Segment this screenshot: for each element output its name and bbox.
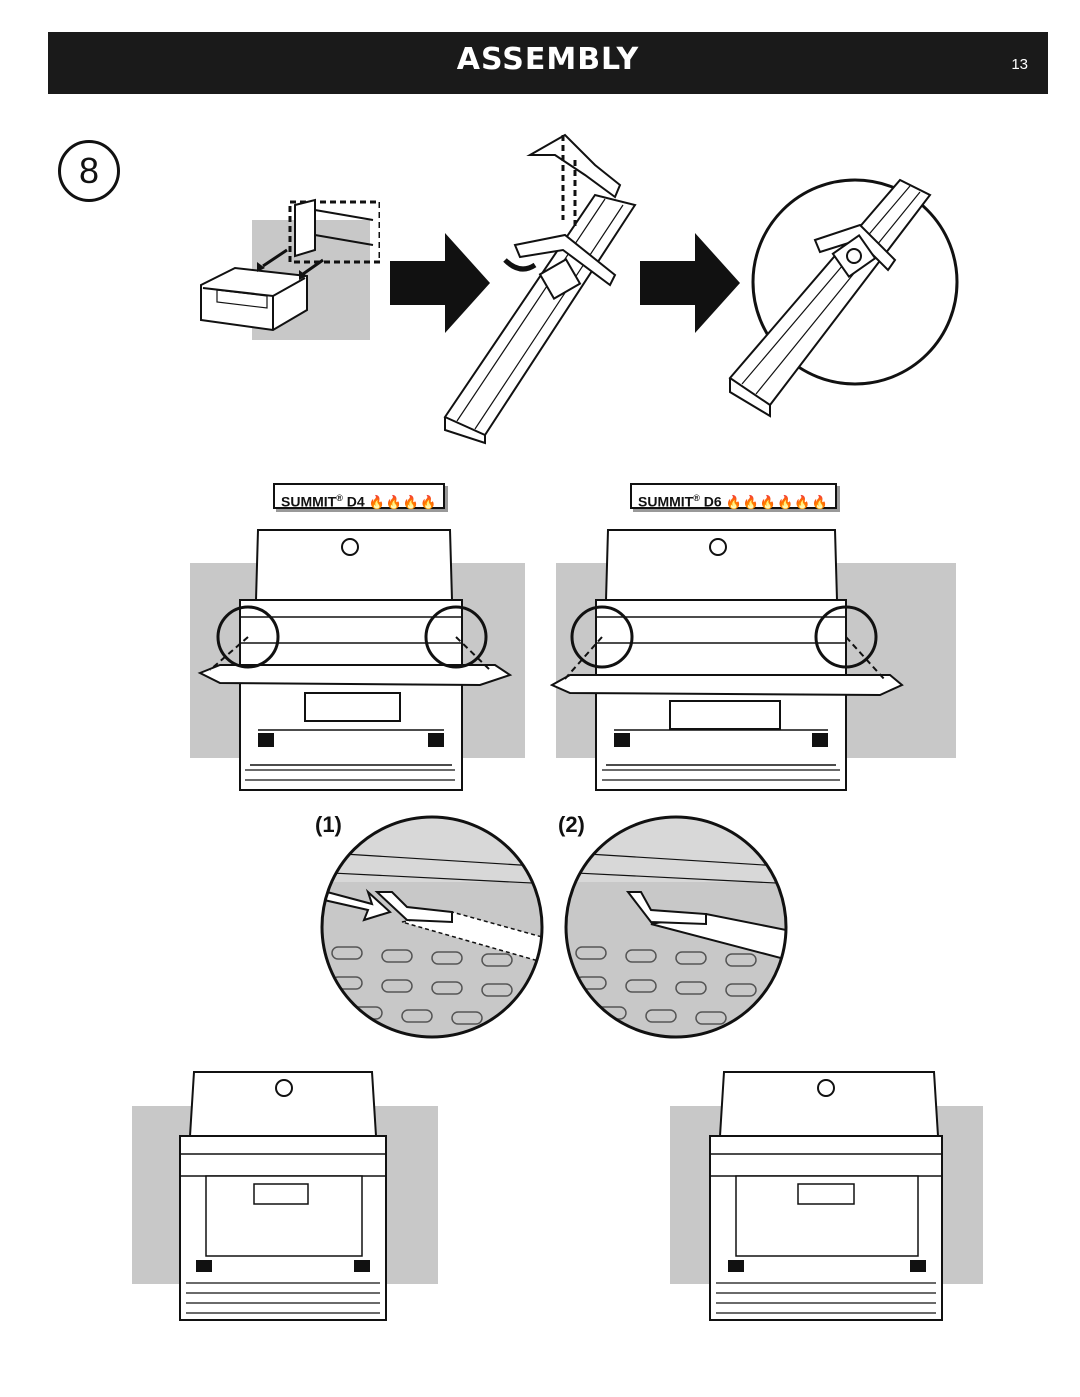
grill-d4-installed bbox=[132, 1071, 438, 1321]
right-arrow-icon bbox=[640, 233, 740, 333]
grill-d4-tray-install bbox=[190, 529, 525, 791]
detail-label-1: (1) bbox=[315, 812, 342, 837]
right-arrow-icon bbox=[390, 233, 490, 333]
page-title: ASSEMBLY bbox=[456, 42, 640, 77]
registered-mark: ® bbox=[336, 493, 343, 503]
drip-tray-illustration bbox=[200, 198, 380, 340]
bracket-detail-magnified bbox=[728, 178, 959, 418]
model-variant: D4 bbox=[346, 493, 365, 510]
flame-icon: 🔥🔥🔥🔥 bbox=[368, 494, 438, 510]
detail-circle-hook-insert bbox=[320, 815, 544, 1039]
grill-d6-installed bbox=[670, 1071, 983, 1321]
model-name: SUMMIT bbox=[638, 493, 694, 510]
grill-d6-tray-install bbox=[550, 529, 956, 791]
model-name: SUMMIT bbox=[281, 493, 337, 510]
header-bar: ASSEMBLY 13 bbox=[48, 32, 1048, 94]
detail-label-2: (2) bbox=[558, 812, 585, 837]
model-variant: D6 bbox=[703, 493, 722, 510]
model-badge-d4: SUMMIT® D4 🔥🔥🔥🔥 bbox=[273, 483, 446, 510]
detail-circle-hook-seated bbox=[564, 815, 788, 1039]
rail-bracket-illustration bbox=[443, 133, 637, 445]
right-arrow-icon bbox=[322, 888, 392, 922]
registered-mark: ® bbox=[693, 493, 700, 503]
flame-icon: 🔥🔥🔥🔥🔥🔥 bbox=[725, 494, 829, 510]
model-badge-d6: SUMMIT® D6 🔥🔥🔥🔥🔥🔥 bbox=[630, 483, 837, 510]
step-number-badge: 8 bbox=[58, 140, 120, 202]
rotate-arrow-icon bbox=[503, 258, 537, 272]
page-number: 13 bbox=[1011, 56, 1028, 73]
